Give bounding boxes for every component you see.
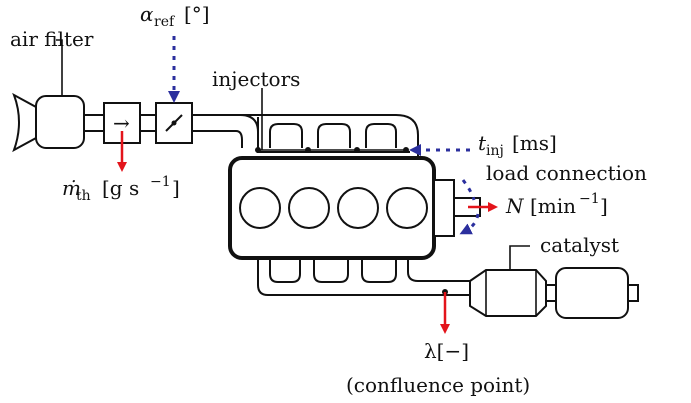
injector-rail	[255, 147, 409, 153]
output-signals	[117, 131, 498, 334]
svg-text:−1: −1	[150, 174, 171, 190]
muffler	[546, 267, 639, 319]
injector-point	[305, 147, 311, 153]
lambda-label: λ[−]	[424, 339, 469, 363]
t-inj-label: t inj [ms]	[478, 131, 557, 159]
alpha-ref-label: α ref [°]	[140, 2, 210, 30]
flow-arrow-glyph: →	[113, 111, 130, 135]
confluence-point-label: (confluence point)	[346, 373, 530, 397]
injector-point	[403, 147, 409, 153]
cylinder	[337, 187, 379, 229]
svg-text:th: th	[76, 188, 91, 204]
throttle-valve	[155, 102, 193, 144]
cylinder	[386, 187, 428, 229]
injectors-label: injectors	[212, 67, 300, 91]
svg-text:[°]: [°]	[184, 2, 210, 26]
exhaust-manifold	[257, 258, 470, 296]
cylinder	[239, 187, 281, 229]
engine-block	[228, 156, 436, 260]
svg-text:α: α	[140, 2, 154, 26]
load-signal-bottom	[459, 213, 480, 235]
injector-point	[255, 147, 261, 153]
svg-text:[ms]: [ms]	[512, 131, 557, 155]
cylinder	[288, 187, 330, 229]
input-signals	[168, 36, 480, 235]
svg-text:[g s: [g s	[102, 176, 139, 200]
catalyst-label: catalyst	[540, 233, 619, 257]
svg-text:t: t	[478, 131, 487, 155]
svg-text:N: N	[505, 194, 525, 218]
catalyst	[469, 269, 547, 317]
air-filter	[12, 92, 85, 153]
svg-text:[min: [min	[530, 194, 576, 218]
load-connection-label: load connection	[486, 161, 647, 185]
intake-manifold	[240, 114, 419, 158]
svg-text:ṁ: ṁ	[62, 176, 81, 200]
svg-text:]: ]	[600, 194, 608, 218]
air-filter-leader	[56, 39, 63, 96]
crankshaft-output	[433, 179, 481, 237]
N-label: N [min −1 ]	[505, 191, 608, 218]
catalyst-leader	[509, 245, 530, 270]
load-signal-top	[461, 179, 476, 201]
svg-text:ref: ref	[154, 14, 176, 30]
injector-point	[354, 147, 360, 153]
svg-text:]: ]	[172, 176, 180, 200]
m-th-label: ṁ th [g s −1 ]	[62, 174, 180, 204]
svg-text:inj: inj	[486, 143, 504, 159]
svg-text:−1: −1	[579, 191, 600, 207]
air-filter-label: air filter	[10, 27, 94, 51]
